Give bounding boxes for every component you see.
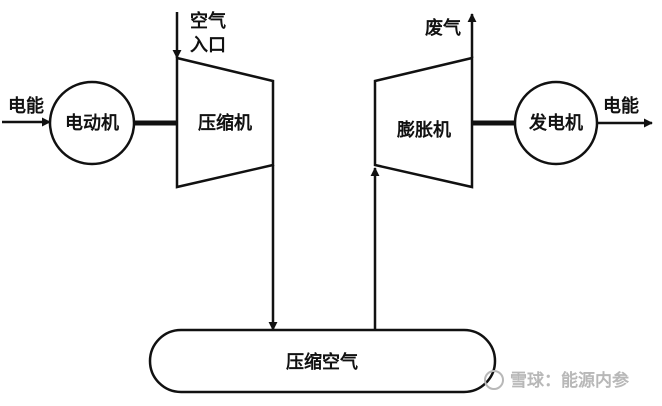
compressor-label: 压缩机 [198, 112, 252, 134]
expander [373, 56, 474, 189]
expander-label: 膨胀机 [396, 119, 451, 141]
watermark: 雪球：能源内参 [484, 370, 629, 391]
air-inlet-label-1: 空气 [190, 10, 226, 32]
motor-label: 电动机 [65, 112, 119, 134]
watermark-logo-icon [484, 370, 504, 390]
air-inlet-label-2: 入口 [190, 35, 226, 56]
storage-label: 压缩空气 [286, 351, 358, 373]
electricity-out-label: 电能 [603, 95, 639, 117]
watermark-text: 雪球：能源内参 [510, 370, 629, 391]
generator-label: 发电机 [528, 112, 583, 134]
exhaust-label: 废气 [425, 17, 461, 39]
electricity-in-label: 电能 [8, 95, 44, 117]
compressed-air-storage [148, 328, 497, 394]
